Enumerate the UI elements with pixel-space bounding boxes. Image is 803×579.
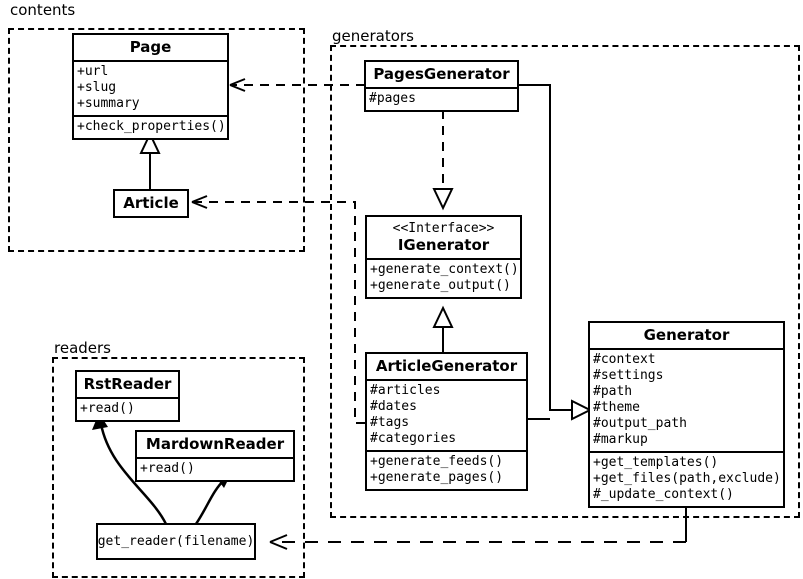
package-contents-frame [8,28,305,252]
class-rst-reader-methods: +read() [77,397,178,420]
attribute: +summary [77,96,140,111]
class-page-name: Page [129,38,172,56]
attribute: +url [77,64,109,79]
method: +generate_output() [370,278,511,293]
class-article-generator-name: ArticleGenerator [375,357,518,375]
class-page-attributes: +url +slug +summary [74,60,227,115]
method: +check_properties() [77,119,226,134]
class-mardown-reader-methods: +read() [137,457,293,480]
class-mardown-reader[interactable]: MardownReader +read() [135,430,295,482]
method: +get_files(path,exclude) [593,471,781,486]
method: +read() [80,401,135,416]
attribute: #context [593,352,656,367]
attribute: #pages [369,91,416,106]
method: +generate_pages() [370,470,504,485]
attribute: +slug [77,80,117,95]
class-article[interactable]: Article [113,189,189,218]
attribute: #tags [370,415,410,430]
method: +get_templates() [593,455,719,470]
method: +generate_context() [370,262,519,277]
class-mardown-reader-name: MardownReader [145,435,285,453]
method: #_update_context() [593,487,734,502]
attribute: #settings [593,368,664,383]
class-igenerator-name: <<Interface>> IGenerator [367,217,520,258]
method: +generate_feeds() [370,454,504,469]
class-igenerator-stereotype: <<Interface>> [392,221,495,236]
attribute: #articles [370,383,441,398]
package-generators-label: generators [330,27,416,45]
attribute: #output_path [593,416,687,431]
class-generator-methods: +get_templates() +get_files(path,exclude… [590,451,783,506]
class-article-generator[interactable]: ArticleGenerator #articles #dates #tags … [365,352,528,491]
class-page-methods: +check_properties() [74,115,227,138]
attribute: #categories [370,431,457,446]
class-page[interactable]: Page +url +slug +summary +check_properti… [72,33,229,140]
class-generator-name: Generator [643,326,730,344]
attribute: #markup [593,432,648,447]
package-readers-frame [52,357,305,578]
class-igenerator-methods: +generate_context() +generate_output() [367,258,520,297]
class-generator[interactable]: Generator #context #settings #path #them… [588,321,785,508]
class-rst-reader-name: RstReader [83,375,172,393]
class-article-generator-attributes: #articles #dates #tags #categories [367,379,526,450]
class-generator-attributes: #context #settings #path #theme #output_… [590,348,783,451]
class-pages-generator[interactable]: PagesGenerator #pages [364,60,519,112]
class-article-generator-methods: +generate_feeds() +generate_pages() [367,450,526,489]
function-get-reader[interactable]: get_reader(filename) [96,523,256,560]
method: +read() [140,461,195,476]
class-pages-generator-attributes: #pages [366,87,517,110]
attribute: #theme [593,400,640,415]
function-get-reader-label: get_reader(filename) [97,534,255,549]
class-igenerator-label: IGenerator [397,236,490,254]
attribute: #path [593,384,633,399]
package-contents-label: contents [8,1,78,19]
class-rst-reader[interactable]: RstReader +read() [75,370,180,422]
class-pages-generator-name: PagesGenerator [373,65,510,83]
class-igenerator[interactable]: <<Interface>> IGenerator +generate_conte… [365,215,522,299]
attribute: #dates [370,399,417,414]
package-readers-label: readers [52,339,113,357]
class-article-name: Article [123,194,179,212]
